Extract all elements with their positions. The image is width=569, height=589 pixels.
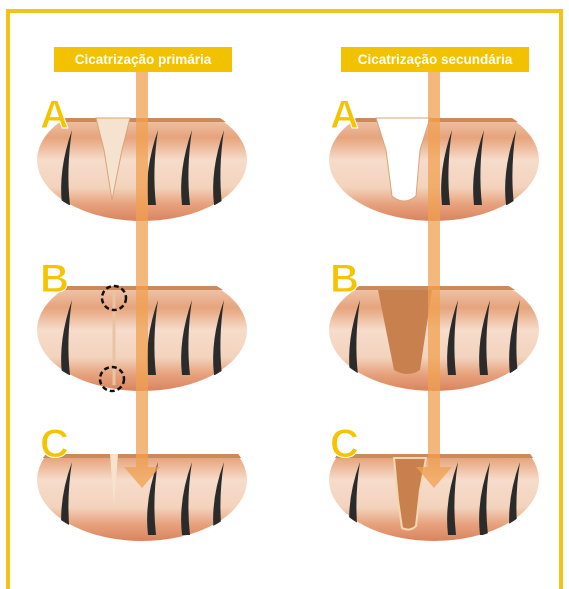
stage-label-c-left: C [40, 422, 69, 466]
stage-label-b-right: B [330, 257, 359, 301]
header-secondary-healing: Cicatrização secundária [341, 47, 529, 72]
header-primary-healing: Cicatrização primária [54, 47, 232, 72]
stage-label-a-right: A [330, 93, 359, 137]
stage-label-b-left: B [40, 257, 69, 301]
stage-label-a-left: A [40, 93, 69, 137]
stage-label-c-right: C [330, 422, 359, 466]
